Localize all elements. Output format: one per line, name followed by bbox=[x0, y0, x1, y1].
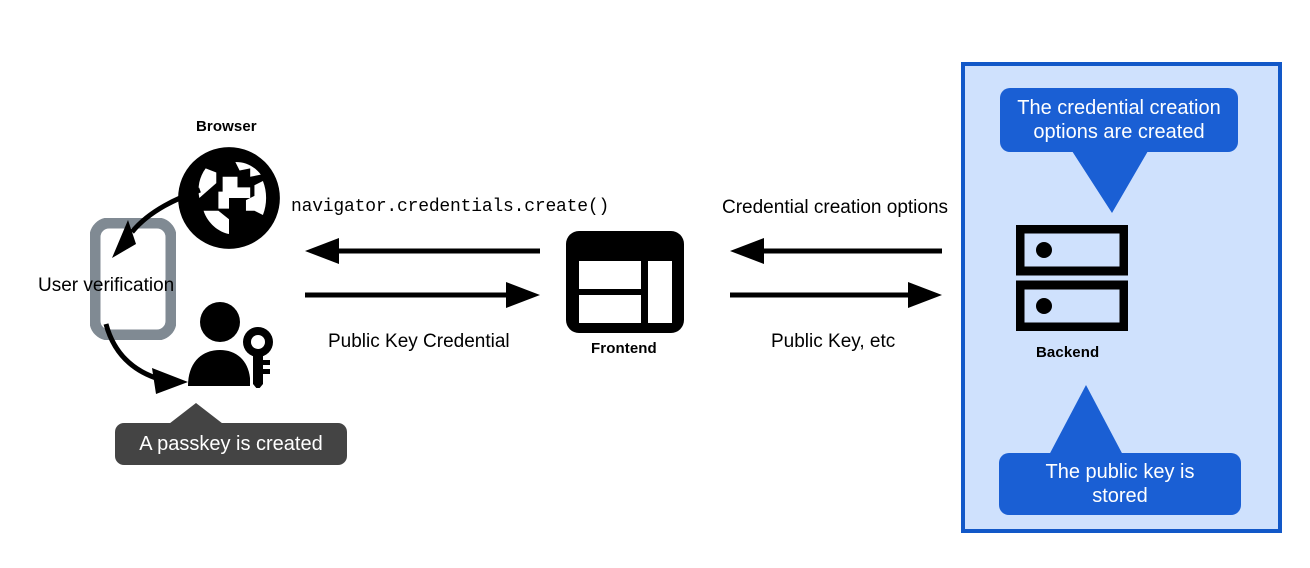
globe-icon bbox=[176, 145, 282, 251]
credential-options-callout: The credential creation options are crea… bbox=[1000, 88, 1238, 152]
arrow-browser-to-device bbox=[92, 180, 212, 275]
mobile-phone-icon bbox=[89, 217, 177, 341]
passkey-created-tooltip: A passkey is created bbox=[115, 423, 347, 465]
credential-options-callout-text: The credential creation options are crea… bbox=[1017, 97, 1221, 143]
credential-creation-options-label: Credential creation options bbox=[722, 197, 949, 218]
public-key-stored-callout: The public key is stored bbox=[999, 453, 1241, 515]
arrow-frontend-to-backend bbox=[730, 282, 942, 308]
person-with-key-icon bbox=[186, 300, 282, 390]
navigator-create-label: navigator.credentials.create() bbox=[291, 197, 610, 217]
tooltip-pointer bbox=[165, 403, 227, 427]
arrow-browser-to-frontend bbox=[305, 282, 540, 308]
public-key-stored-callout-text: The public key is stored bbox=[1045, 461, 1195, 507]
public-key-stored-callout-pointer bbox=[1048, 385, 1124, 457]
browser-label: Browser bbox=[196, 118, 257, 135]
credential-options-callout-pointer bbox=[1072, 151, 1148, 213]
user-verification-label: User verification bbox=[38, 275, 175, 296]
web-layout-icon bbox=[566, 231, 684, 333]
arrow-backend-to-frontend bbox=[730, 238, 942, 264]
server-rack-icon bbox=[1015, 224, 1129, 332]
arrow-frontend-to-browser bbox=[305, 238, 540, 264]
passkey-created-text: A passkey is created bbox=[139, 432, 323, 455]
backend-label: Backend bbox=[1036, 344, 1100, 361]
public-key-etc-label: Public Key, etc bbox=[771, 331, 896, 352]
arrow-device-to-user bbox=[100, 320, 210, 402]
frontend-label: Frontend bbox=[591, 340, 657, 357]
public-key-credential-label: Public Key Credential bbox=[328, 331, 510, 352]
